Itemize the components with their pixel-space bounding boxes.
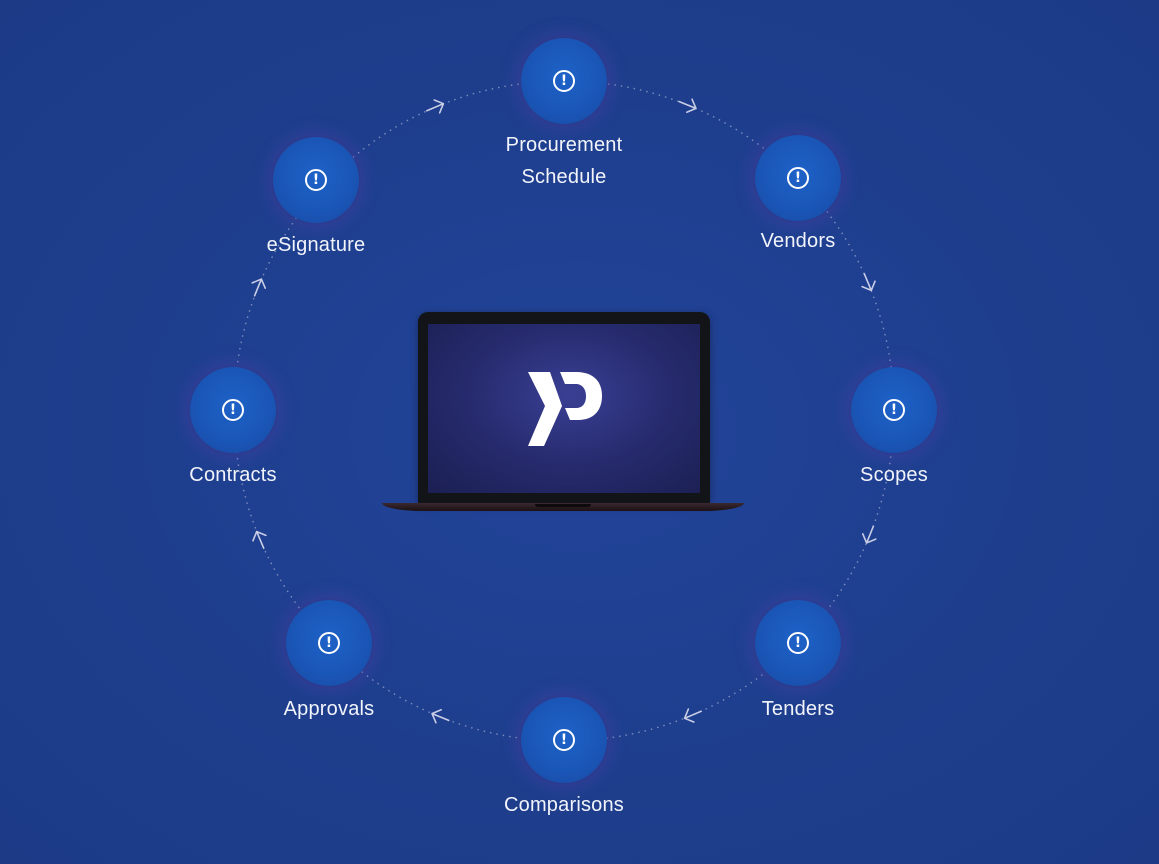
alert-circle-icon: ! xyxy=(305,169,327,191)
arrow-icon xyxy=(429,707,451,727)
label-esignature: eSignature xyxy=(267,229,366,261)
laptop-notch xyxy=(535,504,591,507)
label-tenders: Tenders xyxy=(762,693,835,725)
alert-circle-icon: ! xyxy=(787,167,809,189)
alert-circle-icon: ! xyxy=(553,70,575,92)
arrow-icon xyxy=(677,95,699,115)
laptop-lid xyxy=(418,312,710,504)
arrow-icon xyxy=(424,97,446,117)
alert-circle-icon: ! xyxy=(318,632,340,654)
label-procurement-schedule: Procurement Schedule xyxy=(506,129,623,193)
alert-circle-icon: ! xyxy=(787,632,809,654)
label-vendors: Vendors xyxy=(761,225,836,257)
node-comparisons[interactable]: ! xyxy=(521,697,607,783)
label-scopes: Scopes xyxy=(860,459,928,491)
laptop-screen xyxy=(428,324,700,493)
arrow-icon xyxy=(682,705,704,725)
label-approvals: Approvals xyxy=(284,693,375,725)
node-tenders[interactable]: ! xyxy=(755,600,841,686)
node-scopes[interactable]: ! xyxy=(851,367,937,453)
node-vendors[interactable]: ! xyxy=(755,135,841,221)
arrow-icon xyxy=(858,271,878,293)
p-brand-logo-icon xyxy=(524,366,604,452)
node-contracts[interactable]: ! xyxy=(190,367,276,453)
label-contracts: Contracts xyxy=(189,459,276,491)
label-comparisons: Comparisons xyxy=(504,789,624,821)
node-procurement-schedule[interactable]: ! xyxy=(521,38,607,124)
alert-circle-icon: ! xyxy=(553,729,575,751)
arrow-icon xyxy=(250,529,270,551)
arrow-icon xyxy=(248,276,268,298)
alert-circle-icon: ! xyxy=(222,399,244,421)
node-esignature[interactable]: ! xyxy=(273,137,359,223)
node-approvals[interactable]: ! xyxy=(286,600,372,686)
laptop xyxy=(382,312,744,514)
arrow-icon xyxy=(860,524,880,546)
alert-circle-icon: ! xyxy=(883,399,905,421)
